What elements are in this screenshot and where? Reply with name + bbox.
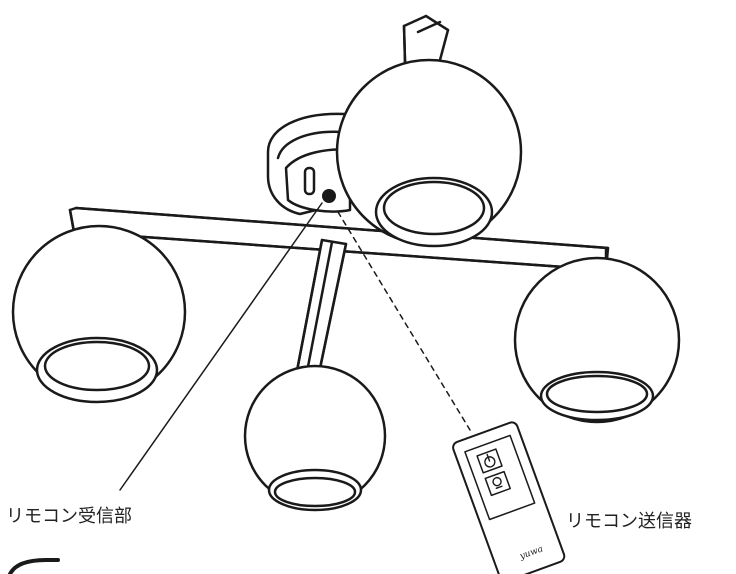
light-bulb-icon <box>484 470 511 497</box>
power-icon <box>476 448 503 474</box>
globe-right <box>513 256 681 424</box>
receiver-label: リモコン受信部 <box>6 506 132 527</box>
transmitter-label: リモコン送信器 <box>566 511 692 532</box>
globe-left <box>11 224 187 404</box>
globe-top <box>335 58 523 248</box>
globe-bottom <box>243 364 387 512</box>
canopy <box>266 112 358 216</box>
receiver-leader-line <box>119 202 323 491</box>
front-arm <box>294 238 348 380</box>
corner-arc <box>8 558 60 574</box>
signal-dashed-line <box>337 211 471 431</box>
remote-transmitter: yuwa <box>452 421 566 574</box>
remote-receiver-sensor <box>322 189 336 203</box>
